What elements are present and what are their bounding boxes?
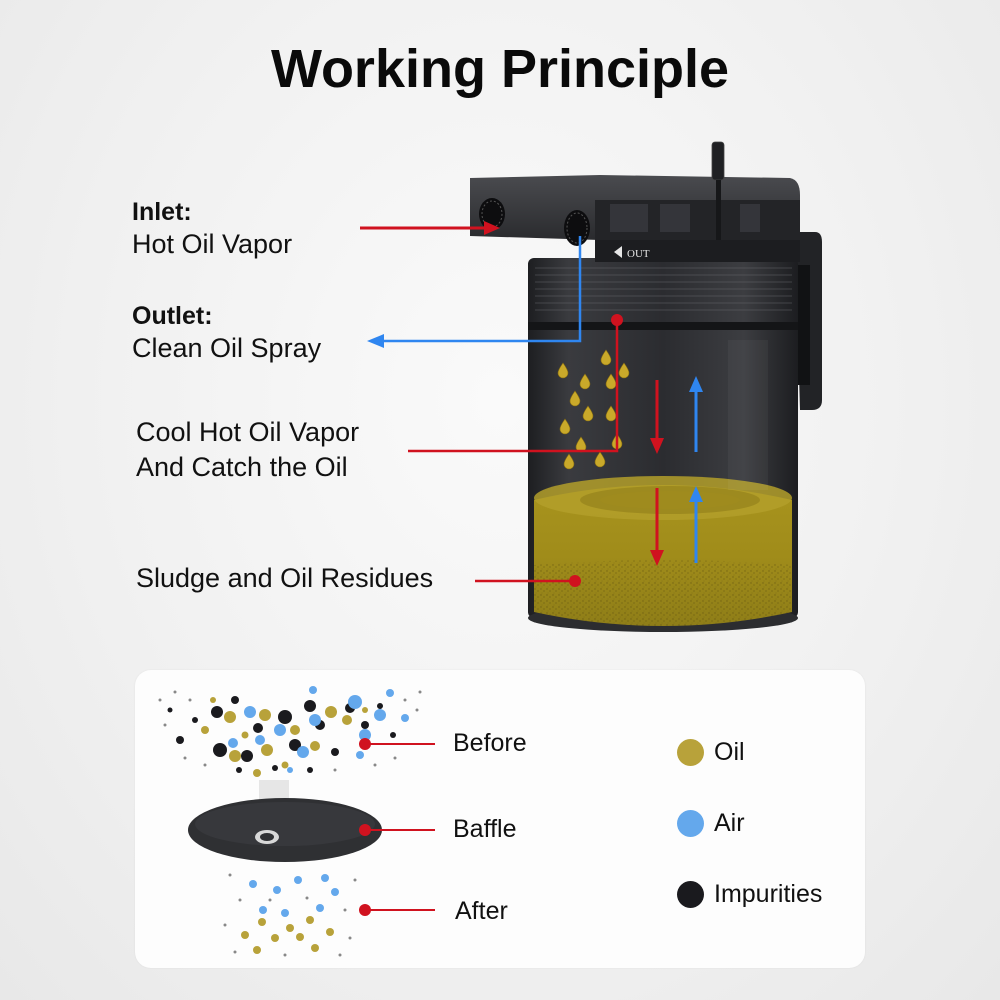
sludge-text: Sludge and Oil Residues bbox=[136, 563, 434, 593]
baffle-illustration bbox=[158, 686, 435, 957]
legend-label-impurities: Impurities bbox=[714, 880, 823, 908]
stage-label-after: After bbox=[455, 897, 508, 925]
legend-item-oil: Oil bbox=[677, 738, 822, 767]
cool-line-2: And Catch the Oil bbox=[136, 452, 348, 482]
after-callout-line bbox=[359, 904, 435, 916]
before-callout-line bbox=[359, 738, 435, 750]
outlet-text: Clean Oil Spray bbox=[132, 333, 322, 363]
after-particles bbox=[223, 873, 357, 957]
air-dot-icon bbox=[677, 810, 704, 837]
oil-dot-icon bbox=[677, 739, 704, 766]
baffle-callout-line bbox=[359, 824, 435, 836]
out-marking: OUT bbox=[627, 248, 650, 260]
inlet-callout: Inlet: Hot Oil Vapor bbox=[132, 198, 292, 262]
outlet-arrow bbox=[367, 236, 582, 348]
flow-up-arrow-lower bbox=[689, 486, 703, 563]
flow-down-arrow-lower bbox=[650, 488, 664, 566]
sludge-callout-line bbox=[475, 575, 581, 587]
inlet-arrow bbox=[360, 221, 500, 235]
legend-item-air: Air bbox=[677, 809, 822, 838]
cool-callout-line bbox=[408, 314, 623, 453]
mounting-bracket bbox=[795, 232, 822, 410]
before-particles bbox=[158, 686, 422, 777]
outlet-callout: Outlet: Clean Oil Spray bbox=[132, 302, 321, 366]
cool-line-1: Cool Hot Oil Vapor bbox=[136, 417, 360, 447]
legend: Oil Air Impurities bbox=[677, 738, 822, 909]
page-title: Working Principle bbox=[270, 39, 730, 99]
flow-down-arrow-upper bbox=[650, 380, 664, 454]
outlet-heading: Outlet: bbox=[132, 302, 213, 330]
baffle-disc bbox=[188, 798, 382, 862]
baffle-stem bbox=[259, 780, 289, 802]
impurities-dot-icon bbox=[677, 881, 704, 908]
oil-droplets bbox=[557, 349, 630, 470]
stage-label-baffle: Baffle bbox=[453, 815, 517, 843]
legend-item-impurities: Impurities bbox=[677, 880, 822, 909]
canister-cap bbox=[470, 141, 800, 262]
sludge-callout: Sludge and Oil Residues bbox=[136, 561, 433, 596]
cool-callout: Cool Hot Oil Vapor And Catch the Oil bbox=[136, 415, 359, 485]
inlet-heading: Inlet: bbox=[132, 198, 192, 226]
stage-label-before: Before bbox=[453, 729, 527, 757]
canister-illustration: OUT bbox=[360, 141, 822, 632]
legend-label-oil: Oil bbox=[714, 738, 745, 766]
legend-label-air: Air bbox=[714, 809, 745, 837]
inlet-text: Hot Oil Vapor bbox=[132, 229, 293, 259]
flow-up-arrow-upper bbox=[689, 376, 703, 452]
canister-body bbox=[528, 258, 798, 632]
